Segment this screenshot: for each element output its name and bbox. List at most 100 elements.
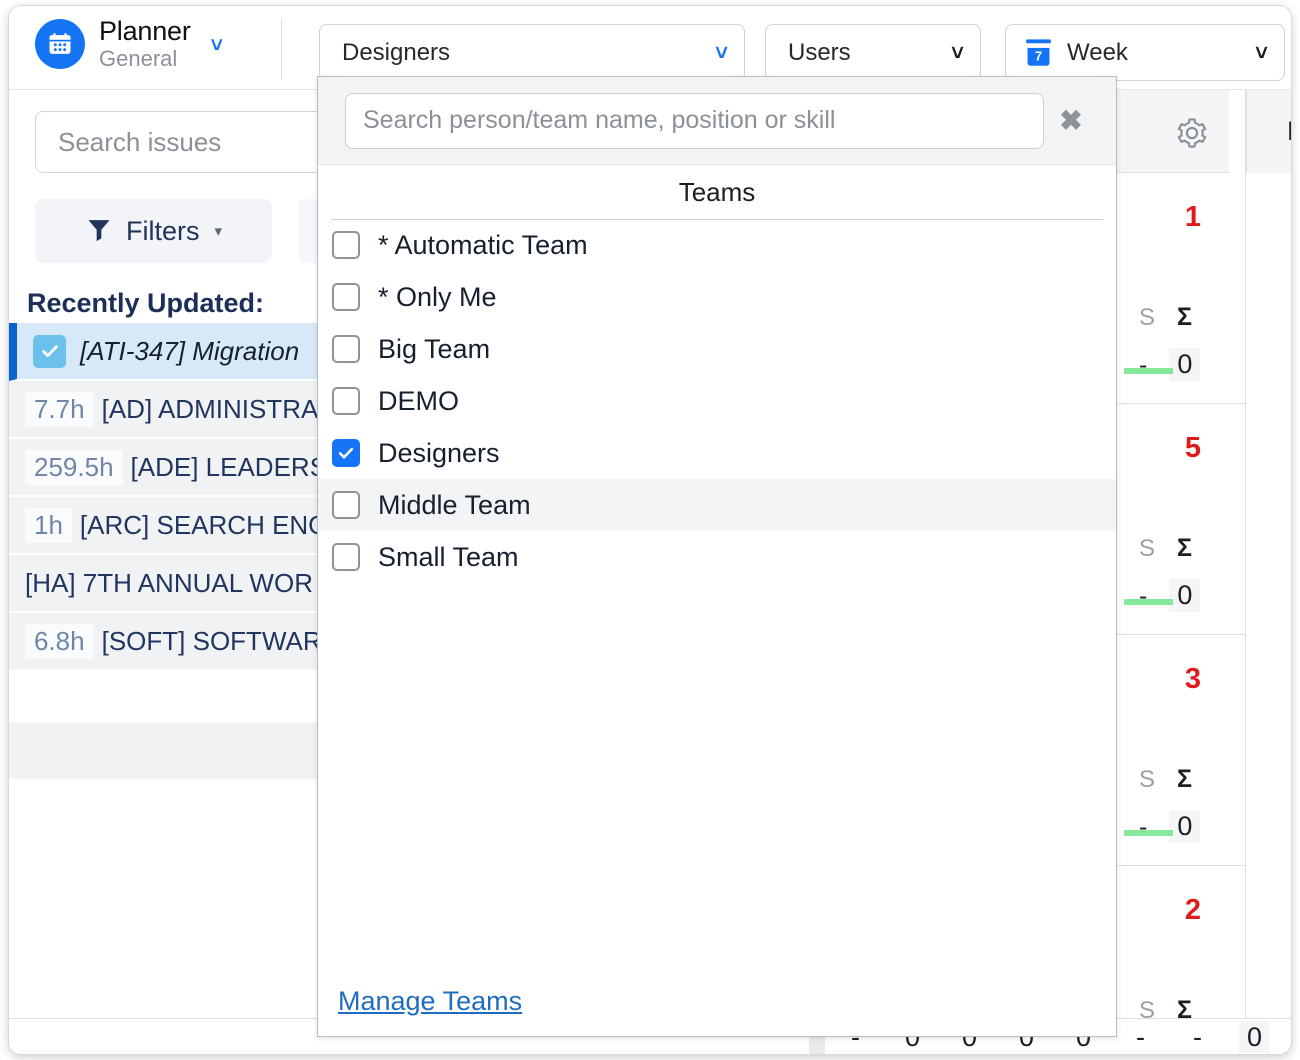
grid-vertical-separator xyxy=(1245,90,1246,1054)
grid-row-sum-header: S Σ xyxy=(1139,303,1192,332)
top-toolbar: Planner General ˅ Designers ˅ Users ˅ 7 xyxy=(9,6,1291,90)
footer-sum-value: 0 xyxy=(1226,1020,1283,1053)
planner-window: Planner General ˅ Designers ˅ Users ˅ 7 xyxy=(8,5,1292,1055)
grid-row-sum-header: S Σ xyxy=(1139,534,1192,563)
checkbox-icon[interactable] xyxy=(332,491,360,519)
grid-s-label: S xyxy=(1139,766,1156,793)
checkbox-icon[interactable] xyxy=(332,283,360,311)
filter-funnel-icon xyxy=(85,215,113,248)
chevron-down-icon: ˅ xyxy=(715,39,728,65)
grid-header-spacer xyxy=(1229,90,1245,173)
gear-icon[interactable] xyxy=(1175,116,1209,150)
close-icon[interactable]: ✖ xyxy=(1059,105,1083,136)
teams-list: * Automatic Team * Only Me Big Team DEMO… xyxy=(318,219,1116,583)
grid-row-count: 5 xyxy=(1184,432,1201,464)
svg-text:7: 7 xyxy=(1035,49,1042,63)
workspace-name: General xyxy=(99,46,178,71)
grid-row-capacity-bar xyxy=(1124,830,1173,836)
chevron-down-icon: ˅ xyxy=(951,39,964,65)
grid-s-label: S xyxy=(1139,997,1156,1024)
calendar-week-icon: 7 xyxy=(1024,38,1053,68)
list-item-title: [AD] ADMINISTRAT xyxy=(101,393,333,424)
list-item-title: [ADE] LEADERSH xyxy=(130,451,346,482)
checkbox-icon[interactable] xyxy=(332,231,360,259)
footer-s-value: - xyxy=(1193,1021,1202,1052)
range-selector[interactable]: 7 Week ˅ xyxy=(1005,24,1285,81)
team-search-input[interactable]: Search person/team name, position or ski… xyxy=(345,92,1044,149)
team-option-label: Small Team xyxy=(378,541,519,572)
dropdown-footer: Manage Teams xyxy=(318,966,1116,1036)
grid-s-label: S xyxy=(1139,304,1156,331)
filters-button[interactable]: Filters ▾ xyxy=(35,199,272,263)
grid-s-value: - xyxy=(1139,813,1148,841)
list-item-title: [ATI-347] Migration xyxy=(80,335,300,366)
team-option-label: Big Team xyxy=(378,333,491,364)
grid-row-sum-header: S Σ xyxy=(1139,765,1192,794)
team-option-label: Designers xyxy=(378,437,500,468)
grid-sum-value: 0 xyxy=(1169,579,1201,612)
team-option-small-team[interactable]: Small Team xyxy=(318,531,1116,583)
grid-sigma-label: Σ xyxy=(1177,534,1193,562)
grid-row-count: 2 xyxy=(1184,894,1201,926)
checkbox-icon[interactable] xyxy=(332,543,360,571)
checkbox-icon[interactable] xyxy=(332,387,360,415)
grid-row-sum-header: S Σ xyxy=(1139,996,1192,1025)
list-item-hours: 259.5h xyxy=(25,449,123,485)
brand-text: Planner General xyxy=(99,18,191,70)
dropdown-section-title: Teams xyxy=(331,165,1103,220)
users-selector[interactable]: Users ˅ xyxy=(765,24,981,81)
teams-dropdown-panel: Search person/team name, position or ski… xyxy=(317,76,1117,1037)
team-option-demo[interactable]: DEMO xyxy=(318,375,1116,427)
team-option-label: Middle Team xyxy=(378,489,531,520)
chevron-down-icon[interactable]: ˅ xyxy=(210,34,223,57)
team-option-label: DEMO xyxy=(378,385,459,416)
planner-logo-icon xyxy=(35,19,85,69)
filters-button-label: Filters xyxy=(125,215,200,246)
footer-sum-box: 0 xyxy=(1238,1020,1271,1053)
team-option-label: * Only Me xyxy=(378,281,497,312)
grid-row-count: 1 xyxy=(1184,201,1201,233)
grid-sigma-label: Σ xyxy=(1177,303,1193,331)
grid-column-header-m: M xyxy=(1246,90,1291,173)
grid-sum-value: 0 xyxy=(1169,348,1201,381)
team-option-designers[interactable]: Designers xyxy=(318,427,1116,479)
range-selector-label: Week xyxy=(1067,38,1128,66)
list-item-title: [HA] 7TH ANNUAL WOR xyxy=(25,567,313,598)
grid-sum-value: 0 xyxy=(1169,810,1201,843)
checkbox-icon[interactable] xyxy=(332,335,360,363)
list-item-title: [ARC] SEARCH ENGI xyxy=(79,509,336,540)
team-option-big-team[interactable]: Big Team xyxy=(318,323,1116,375)
grid-sigma-label: Σ xyxy=(1177,996,1193,1024)
grid-row-sum-values: - 0 xyxy=(1139,348,1201,381)
dropdown-search-bar: Search person/team name, position or ski… xyxy=(318,77,1116,165)
team-selector-label: Designers xyxy=(342,38,451,66)
grid-row-count: 3 xyxy=(1184,663,1201,695)
chevron-down-icon: ▾ xyxy=(214,223,223,240)
team-option-automatic-team[interactable]: * Automatic Team xyxy=(318,219,1116,271)
checkbox-checked-icon[interactable] xyxy=(33,334,66,368)
team-option-middle-team[interactable]: Middle Team xyxy=(318,479,1116,531)
app-title: Planner xyxy=(99,16,191,46)
users-selector-label: Users xyxy=(788,38,851,66)
list-item-title: [SOFT] SOFTWARE xyxy=(101,625,339,656)
team-selector[interactable]: Designers ˅ xyxy=(319,24,745,81)
grid-sigma-label: Σ xyxy=(1177,765,1193,793)
brand-block[interactable]: Planner General ˅ xyxy=(35,18,223,70)
list-item-hours: 6.8h xyxy=(25,623,94,659)
grid-row-capacity-bar xyxy=(1124,599,1173,605)
footer-cell: - xyxy=(1136,1021,1145,1052)
grid-row-capacity-bar xyxy=(1124,368,1173,374)
team-option-label: * Automatic Team xyxy=(378,229,588,260)
grid-s-value: - xyxy=(1139,351,1148,379)
header-divider xyxy=(281,18,282,80)
manage-teams-link[interactable]: Manage Teams xyxy=(338,985,523,1016)
grid-row-sum-values: - 0 xyxy=(1139,810,1201,843)
list-item-hours: 1h xyxy=(25,507,72,543)
checkbox-checked-icon[interactable] xyxy=(332,439,360,467)
grid-s-label: S xyxy=(1139,535,1156,562)
team-option-only-me[interactable]: * Only Me xyxy=(318,271,1116,323)
list-item-hours: 7.7h xyxy=(25,391,94,427)
recently-updated-header: Recently Updated: xyxy=(27,288,265,318)
grid-s-value: - xyxy=(1139,582,1148,610)
grid-row-sum-values: - 0 xyxy=(1139,579,1201,612)
